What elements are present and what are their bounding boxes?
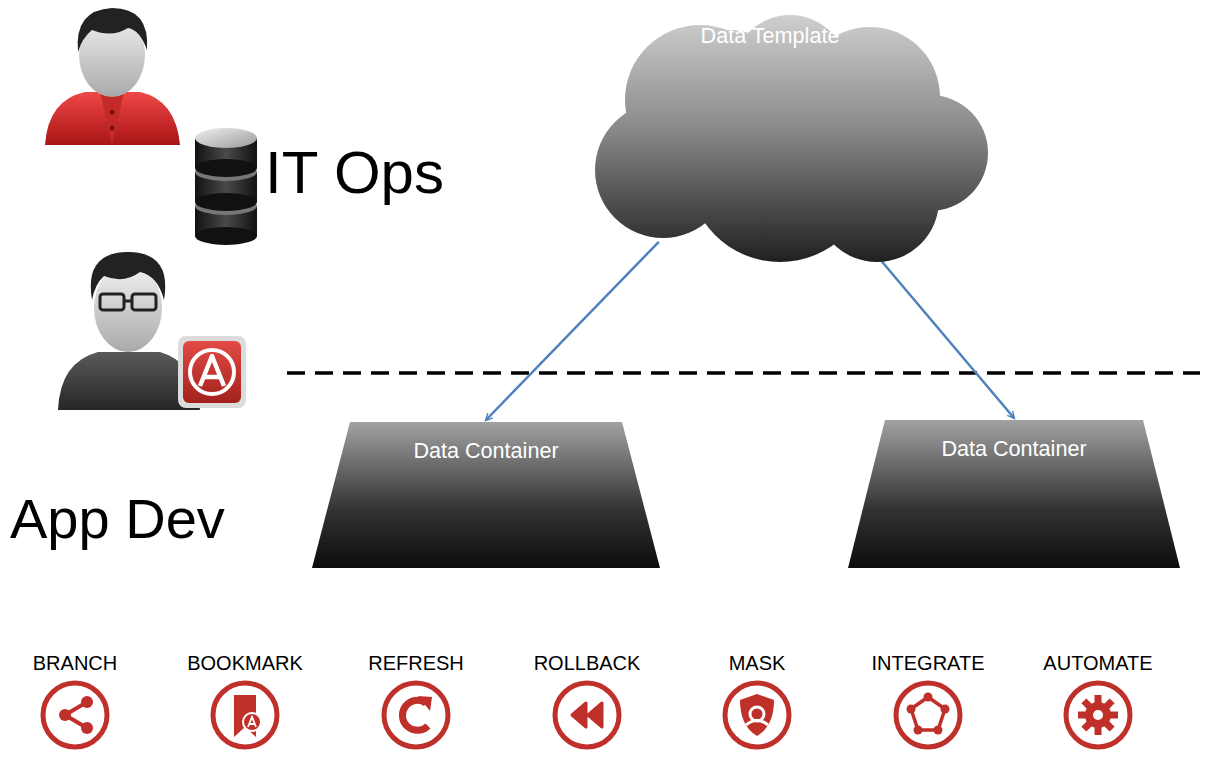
database-symbol: [195, 128, 257, 245]
separator-line: [287, 371, 1200, 375]
template-cloud: Data Template: [585, 15, 995, 267]
mask-icon: [725, 683, 789, 747]
node-title: Data Template: [545, 15, 995, 49]
feature-label: ROLLBACK: [534, 652, 641, 675]
connector-arrow: [880, 259, 1014, 418]
feature-label: INTEGRATE: [872, 652, 985, 675]
container-box: Data Container: [312, 422, 660, 568]
feature-label: BRANCH: [33, 652, 117, 675]
branch-icon: [43, 683, 107, 747]
role-label: App Dev: [10, 486, 225, 551]
feature-label: AUTOMATE: [1043, 652, 1152, 675]
bookmark-icon: [213, 683, 277, 747]
app-badge-icon: [178, 336, 246, 408]
connector-arrow: [486, 242, 659, 420]
node-title: Data Container: [848, 420, 1180, 462]
automate-icon: [1066, 683, 1130, 747]
feature-label: MASK: [729, 652, 786, 675]
rollback-icon: [555, 683, 619, 747]
container-box: Data Container: [848, 420, 1180, 568]
feature-label: BOOKMARK: [187, 652, 303, 675]
cloud-shape: [585, 15, 995, 267]
refresh-icon: [384, 683, 448, 747]
feature-label: REFRESH: [368, 652, 464, 675]
node-title: Data Container: [312, 422, 660, 464]
it-ops-avatar: [45, 8, 180, 145]
role-label: IT Ops: [265, 138, 444, 207]
integrate-icon: [896, 683, 960, 747]
